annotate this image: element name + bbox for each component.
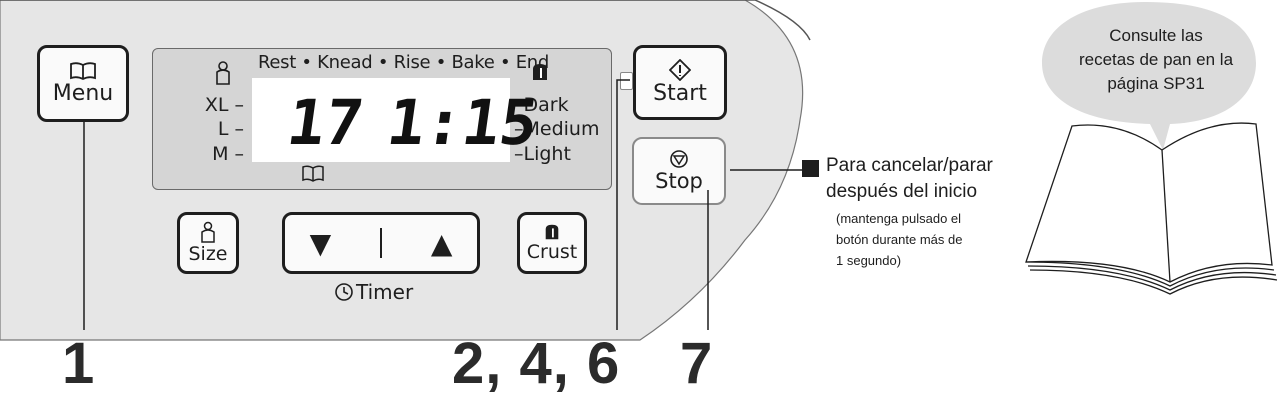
recipe-book-illustration: [1025, 2, 1278, 295]
start-indicator-light: [620, 72, 633, 90]
start-button-label: Start: [653, 81, 707, 106]
stop-note-sub3: 1 segundo): [836, 253, 902, 268]
stop-icon: [670, 150, 688, 168]
stop-button[interactable]: Stop: [632, 137, 726, 205]
menu-book-indicator-icon: [302, 165, 324, 182]
start-button[interactable]: Start: [633, 45, 727, 120]
callout-number-menu: 1: [62, 331, 96, 396]
program-stages: Rest • Knead • Rise • Bake • End: [258, 52, 549, 73]
stop-button-label: Stop: [655, 169, 703, 193]
timer-label: Timer: [356, 280, 414, 304]
book-icon: [70, 62, 96, 81]
stop-note-sub1: (mantenga pulsado el: [836, 211, 962, 226]
callout-number-stop: 7: [680, 331, 714, 396]
bubble-line2: recetas de pan en la: [1078, 50, 1234, 69]
arrow-divider: [380, 228, 382, 258]
crust-icon: [533, 64, 547, 80]
stop-note-bullet: [802, 160, 819, 177]
menu-button-label: Menu: [52, 81, 114, 106]
crust-light-label: –Light: [514, 143, 571, 165]
timer-down-button[interactable]: ▼: [309, 226, 332, 260]
timer-up-button[interactable]: ▲: [430, 226, 453, 260]
crust-button[interactable]: Crust: [517, 212, 587, 274]
timer-arrows-button[interactable]: ▼ ▲: [282, 212, 480, 274]
bubble-line1: Consulte las: [1109, 26, 1203, 45]
crust-medium-label: –Medium: [514, 118, 600, 140]
crust-dark-label: –Dark: [514, 94, 569, 116]
size-l-label: L –: [217, 118, 244, 140]
callout-number-start: 2, 4, 6: [452, 331, 621, 396]
size-button[interactable]: Size: [177, 212, 239, 274]
loaf-size-icon: [216, 61, 230, 85]
timer-label-group: Timer: [334, 280, 413, 304]
clock-icon: [335, 283, 353, 301]
stop-note-sub2: botón durante más de: [836, 232, 963, 247]
stop-note-line2: después del inicio: [826, 181, 978, 202]
size-xl-label: XL –: [204, 94, 244, 116]
size-button-label: Size: [188, 243, 228, 265]
bubble-line3: página SP31: [1107, 74, 1205, 93]
crust-icon: [545, 224, 559, 240]
loaf-size-icon: [201, 221, 215, 243]
menu-button[interactable]: Menu: [37, 45, 129, 122]
size-m-label: M –: [212, 143, 244, 165]
start-icon: [669, 59, 691, 81]
lcd-screen: [252, 78, 510, 162]
stop-note-line1: Para cancelar/parar: [826, 155, 993, 176]
crust-button-label: Crust: [526, 241, 578, 263]
leader-lines: [83, 79, 812, 330]
